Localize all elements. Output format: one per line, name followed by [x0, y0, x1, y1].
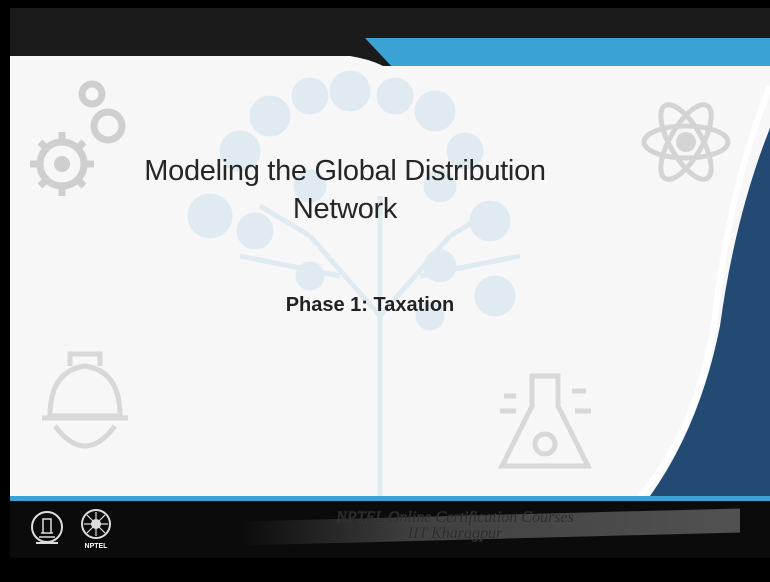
top-bar-wedge [10, 38, 770, 70]
footer-course-line: NPTEL Online Certification Courses [336, 509, 574, 526]
top-bar [10, 8, 770, 70]
tech-tree-icon [187, 70, 521, 496]
slide-content: Modeling the Global Distribution Network… [10, 66, 770, 496]
nptel-logo: NPTEL [74, 507, 118, 553]
slide-title-line1: Modeling the Global Distribution [144, 155, 546, 187]
navy-curve [650, 128, 770, 496]
footer: NPTEL NPTEL Online Certification Courses… [10, 496, 770, 558]
slide-title-line2: Network [292, 193, 398, 225]
slide-title: Modeling the Global Distribution Network [115, 152, 575, 228]
background-art [30, 70, 770, 496]
footer-institute-line: IIT Kharagpur [407, 525, 503, 542]
gears-icon [30, 80, 126, 196]
nptel-label: NPTEL [84, 543, 108, 550]
iit-kharagpur-logo [31, 511, 63, 544]
slide-subtitle: Phase 1: Taxation [285, 294, 455, 316]
atom-icon [641, 102, 731, 182]
flask-icon [497, 373, 593, 469]
nptel-emblem-icon [81, 509, 111, 539]
hardhat-icon [42, 351, 128, 449]
